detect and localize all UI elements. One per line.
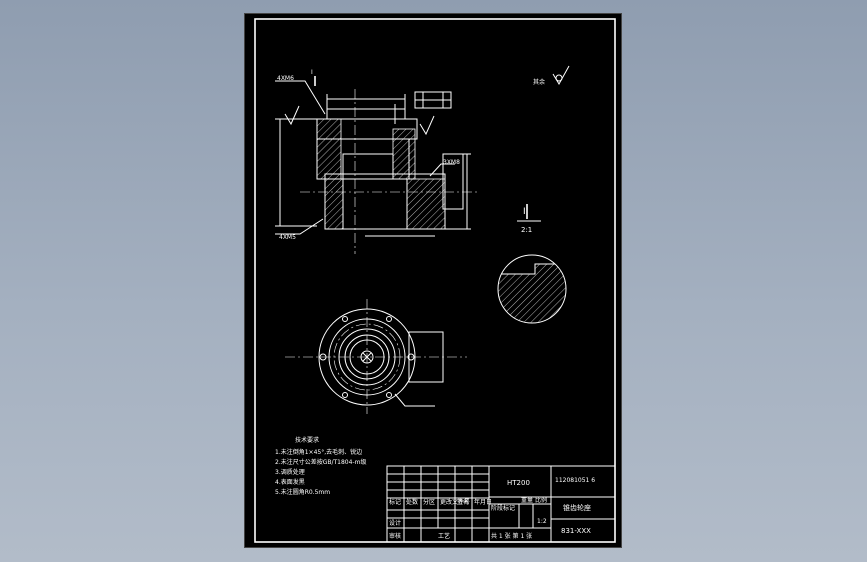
tech-requirements: 技术要求 1.未注倒角1×45°,去毛刺、锐边 2.未注尺寸公差按GB/T180…: [275, 436, 366, 496]
weight-label: 重量: [521, 496, 533, 504]
tech-req-line: 4.表面发黑: [275, 478, 305, 486]
tech-req-line: 5.未注圆角R0.5mm: [275, 488, 330, 496]
tech-req-line: 1.未注倒角1×45°,去毛刺、锐边: [275, 448, 362, 456]
general-roughness-symbol: [552, 65, 570, 85]
design-label: 设计: [389, 519, 401, 527]
row-label: 签名: [457, 498, 469, 506]
thread-callout-top: 4XM6: [277, 75, 294, 82]
row-label: 标记: [389, 498, 401, 506]
stage-label: 阶段标记: [491, 504, 515, 512]
part-name-field: 锥齿轮座: [563, 503, 591, 512]
thread-callout-bottom: 4XM5: [279, 234, 296, 241]
thread-callout-right: 3XM8: [443, 159, 460, 166]
drawing-sheet: 4XM6 4XM5 3XM8 I 其余 I 2:1: [244, 13, 622, 548]
row-label: 处数: [406, 498, 418, 506]
roughness-note: 其余: [533, 78, 545, 86]
detail-mark: I: [523, 207, 526, 217]
tech-req-title: 技术要求: [295, 436, 319, 444]
top-view: [285, 299, 467, 414]
detail-scale: 2:1: [521, 226, 532, 234]
section-mark: I: [311, 69, 313, 76]
sheet-count: 共 1 张 第 1 张: [491, 532, 532, 540]
drawing-code-field: 112081051 6: [555, 477, 595, 484]
drawing-number-field: 831-XXX: [561, 527, 591, 535]
tech-req-line: 2.未注尺寸公差按GB/T1804-m级: [275, 458, 366, 466]
detail-circle: [497, 254, 567, 324]
review-label: 审核: [389, 532, 401, 540]
tech-req-line: 3.调质处理: [275, 468, 305, 476]
row-label: 分区: [423, 498, 435, 506]
row-label: 年月日: [474, 498, 492, 506]
scale-label: 比例: [535, 496, 547, 504]
scale-value: 1:2: [537, 518, 547, 525]
row-label: 更改文件号: [440, 498, 470, 506]
drawing-canvas: 4XM6 4XM5 3XM8 I 其余 I 2:1: [254, 18, 616, 543]
process-label: 工艺: [438, 532, 450, 540]
material-field: HT200: [507, 479, 530, 487]
section-view: [275, 76, 480, 254]
title-block: [386, 465, 616, 543]
